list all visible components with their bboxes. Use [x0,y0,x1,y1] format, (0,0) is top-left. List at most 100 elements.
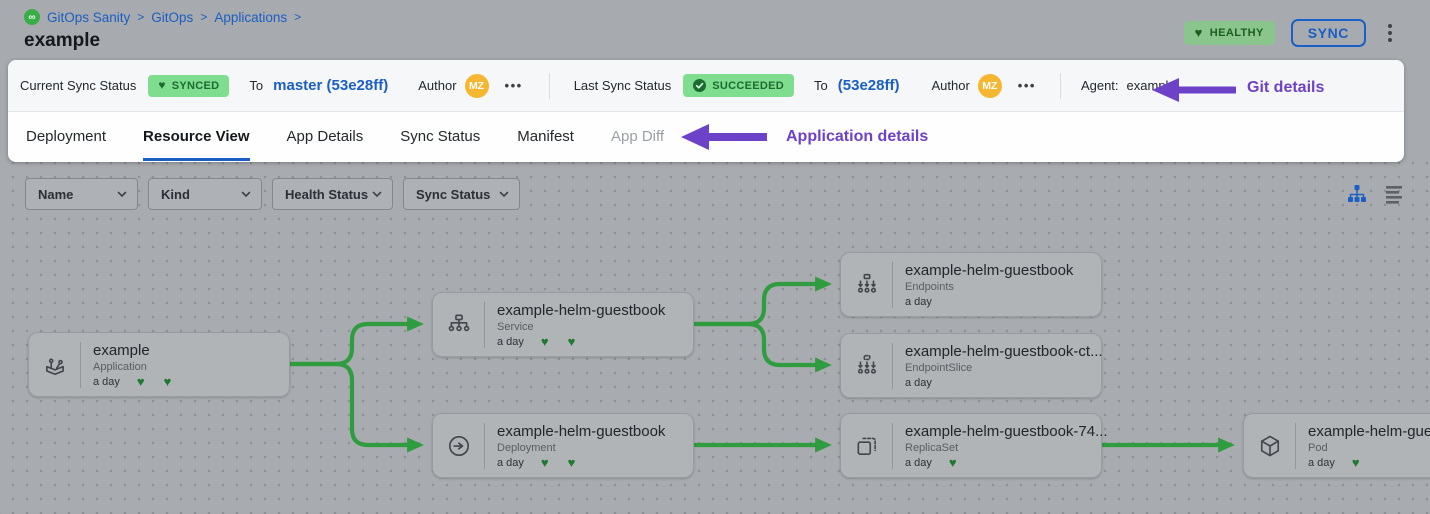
list-view-icon[interactable] [1386,185,1403,204]
breadcrumb: ∞ GitOps Sanity > GitOps > Applications … [24,9,301,25]
sync-button[interactable]: SYNC [1290,19,1366,47]
resource-kind: ReplicaSet [905,441,959,454]
application-details-arrow-icon [681,124,767,150]
node-endpointslice[interactable]: example-helm-guestbook-ct... EndpointSli… [840,333,1103,398]
pod-icon [1244,422,1296,469]
page-title: example [24,30,101,51]
filter-name-dropdown[interactable]: Name [25,178,138,210]
node-deployment[interactable]: example-helm-guestbook Deployment a day … [432,413,694,478]
resource-kind: Service [497,320,534,333]
edge-app-to-service [287,316,424,367]
to-label: To [249,78,264,93]
health-heart-icon: ♥ [567,455,576,470]
divider [548,72,550,99]
commit-more-icon[interactable]: ••• [504,78,523,93]
tab-app-details[interactable]: App Details [286,128,364,145]
resource-age: a day [1308,456,1335,469]
current-revision-link[interactable]: master (53e28ff) [273,77,389,94]
resource-age: a day [905,456,932,469]
chevron-down-icon [372,191,382,197]
filter-bar: Name Kind Health Status Sync Status [25,178,520,210]
view-toggles [1347,184,1403,204]
succeeded-badge: SUCCEEDED [683,74,795,97]
health-heart-icon: ♥ [567,334,576,349]
resource-kind: EndpointSlice [905,361,973,374]
chevron-down-icon [241,191,251,197]
resource-age: a day [497,456,524,469]
filter-label: Kind [161,186,190,202]
breadcrumb-link-gitops-sanity[interactable]: GitOps Sanity [47,9,131,25]
resource-kind: Deployment [497,441,556,454]
heart-icon: ♥ [158,78,166,92]
service-icon [433,301,485,348]
health-heart-icon: ♥ [1351,455,1360,470]
resource-age: a day [497,335,524,348]
divider [1059,72,1061,99]
to-label: To [814,78,828,93]
chevron-down-icon [499,191,509,197]
replicaset-icon [841,422,893,469]
tab-app-diff[interactable]: App Diff [610,128,665,145]
tab-manifest[interactable]: Manifest [517,128,574,145]
application-details-annotation: Application details [786,128,929,145]
resource-name: example-helm-guestbook-74... [905,422,1108,440]
node-replicaset[interactable]: example-helm-guestbook-74... ReplicaSet … [840,413,1108,478]
synced-badge: ♥ SYNCED [148,74,230,97]
chevron-down-icon [117,191,127,197]
resource-name: example-helm-guestbook [497,422,666,440]
resource-name: example-helm-guestbook-ct... [905,342,1103,360]
more-options-kebab-icon[interactable] [1382,20,1398,46]
resource-name: example [93,341,150,359]
node-pod[interactable]: example-helm-guest Pod a day ♥ [1243,413,1430,478]
author-avatar: MZ [977,73,1002,98]
health-heart-icon: ♥ [540,334,549,349]
commit-more-icon[interactable]: ••• [1017,78,1036,93]
resource-age: a day [905,376,932,389]
resource-name: example-helm-guestbook [905,261,1074,279]
tree-view-icon[interactable] [1347,184,1367,204]
tab-deployment[interactable]: Deployment [26,128,107,145]
breadcrumb-link-gitops[interactable]: GitOps [151,9,194,25]
succeeded-badge-label: SUCCEEDED [712,79,785,92]
health-status-badge: ♥ HEALTHY [1183,21,1275,45]
current-sync-status-label: Current Sync Status [20,78,137,93]
node-service[interactable]: example-helm-guestbook Service a day ♥ ♥ [432,292,694,357]
tab-resource-view[interactable]: Resource View [143,112,250,161]
check-circle-icon [693,79,707,92]
edge-service-to-endpoints [692,276,832,327]
heart-icon: ♥ [1194,25,1203,40]
breadcrumb-separator: > [137,10,145,24]
filter-label: Health Status [285,186,369,202]
edge-service-to-endpointslice [692,321,832,373]
resource-age: a day [905,295,932,308]
agent-label: Agent: [1080,78,1119,93]
synced-badge-label: SYNCED [171,79,220,92]
tab-sync-status[interactable]: Sync Status [400,128,481,145]
author-avatar: MZ [464,73,489,98]
author-label: Author [931,78,970,93]
health-heart-icon: ♥ [540,455,549,470]
resource-kind: Endpoints [905,280,954,293]
filter-sync-status-dropdown[interactable]: Sync Status [403,178,520,210]
last-revision-link[interactable]: (53e28ff) [837,77,900,94]
resource-age: a day [93,375,120,388]
edge-app-to-deployment [287,361,424,453]
deployment-icon [433,422,485,469]
filter-kind-dropdown[interactable]: Kind [148,178,262,210]
breadcrumb-separator: > [294,10,302,24]
git-details-annotation: Git details [1247,79,1325,96]
resource-name: example-helm-guest [1308,422,1430,440]
breadcrumb-link-applications[interactable]: Applications [214,9,288,25]
endpoints-icon [841,261,893,308]
filter-health-status-dropdown[interactable]: Health Status [272,178,393,210]
author-label: Author [418,78,457,93]
git-details-arrow-icon [1152,78,1236,102]
node-endpoints[interactable]: example-helm-guestbook Endpoints a day [840,252,1102,317]
app-tabs: Deployment Resource View App Details Syn… [8,112,1404,161]
filter-label: Sync Status [416,186,491,202]
resource-kind: Application [93,360,147,373]
resource-name: example-helm-guestbook [497,301,666,319]
health-badge-label: HEALTHY [1209,27,1264,39]
node-application-example[interactable]: example Application a day ♥ ♥ [28,332,290,397]
health-heart-icon: ♥ [136,374,145,389]
